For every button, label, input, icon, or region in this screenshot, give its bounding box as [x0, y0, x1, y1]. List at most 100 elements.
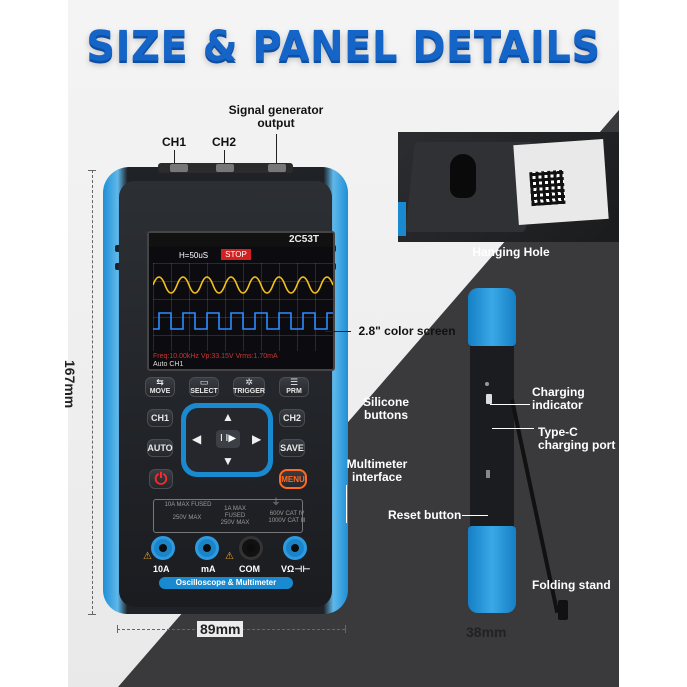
fused-1a-spec: 1A MAX FUSED 250V MAX	[220, 506, 250, 526]
folding-stand-end	[558, 600, 568, 620]
signal-generator-label: Signal generator output	[228, 103, 324, 130]
signal-generator-leader	[276, 134, 277, 172]
height-dimension: 167mm	[62, 360, 78, 409]
hanging-hole	[450, 154, 476, 198]
dimension-cap	[345, 625, 346, 633]
ch1-button[interactable]: CH1	[147, 409, 173, 427]
arrow-left-icon[interactable]: ◀	[192, 432, 202, 446]
power-button[interactable]: ⏻	[149, 469, 173, 489]
arrow-up-icon[interactable]: ▲	[222, 410, 234, 424]
side-bottom-bumper	[468, 526, 516, 613]
type-c-leader	[492, 428, 534, 429]
width-dimension: 89mm	[197, 621, 244, 637]
height-dimension-line	[92, 170, 93, 614]
type-c-port	[486, 394, 492, 404]
qr-code-icon	[529, 169, 566, 207]
navigation-pad-inner: ▲ ▼ ◀ ▶ I I▶	[186, 408, 268, 472]
prm-button[interactable]: ☰ PRM	[279, 377, 309, 397]
hanging-hole-photo	[398, 132, 619, 242]
measurement-line-2: Auto CH1	[153, 361, 184, 368]
oscilloscope-screen: 2C53T H=50uS STOP Freq:10.00kHz Vp:33.15…	[147, 231, 335, 371]
folding-stand-label: Folding stand	[532, 578, 611, 592]
reset-button-label: Reset button	[388, 508, 462, 522]
dimension-cap	[88, 614, 96, 615]
select-button[interactable]: ▭ SELECT	[189, 377, 219, 397]
gear-icon: ✲	[245, 377, 253, 387]
move-icon: ⇆	[156, 377, 164, 387]
side-top-bumper	[468, 288, 516, 346]
type-c-label: Type-C charging port	[538, 425, 616, 452]
auto-button[interactable]: AUTO	[147, 439, 173, 457]
spec-box	[153, 499, 303, 533]
navigation-pad: ▲ ▼ ◀ ▶ I I▶	[181, 403, 273, 477]
ch2-square-trace	[153, 312, 333, 330]
blue-edge	[398, 202, 406, 236]
arrow-right-icon[interactable]: ▶	[252, 432, 262, 446]
prm-label: PRM	[286, 388, 302, 395]
device-body: 2C53T H=50uS STOP Freq:10.00kHz Vp:33.15…	[119, 181, 335, 607]
trigger-label: TRIGGER	[233, 388, 265, 395]
color-screen-leader	[325, 331, 351, 332]
ch1-port	[170, 164, 188, 172]
warning-icon: ⚠	[225, 551, 234, 562]
ch2-leader	[224, 150, 225, 172]
product-sticker	[513, 138, 609, 226]
jack-v[interactable]	[283, 536, 307, 560]
charging-indicator-leader	[490, 404, 530, 405]
jack-ma[interactable]	[195, 536, 219, 560]
dimension-cap	[88, 170, 96, 171]
jack-10a[interactable]	[151, 536, 175, 560]
charging-indicator	[485, 382, 489, 386]
max-250v-spec: 250V MAX	[172, 515, 202, 521]
screen-header	[149, 233, 333, 247]
arrow-down-icon[interactable]: ▼	[222, 454, 234, 468]
ground-icon: ⏚	[271, 497, 281, 507]
cat-rating-spec: 600V CAT IV 1000V CAT III	[268, 511, 306, 524]
depth-dimension: 38mm	[466, 624, 507, 640]
multimeter-interface-label: Multimeter interface	[346, 457, 408, 484]
screen-measurements: Freq:10.00kHz Vp:33.15V Vrms:1.70mA Auto…	[153, 353, 278, 369]
signal-generator-port	[268, 164, 286, 172]
reset-button-leader	[462, 515, 488, 516]
ch1-sine-trace	[152, 276, 333, 294]
select-icon: ▭	[199, 377, 209, 387]
model-name: 2C53T	[289, 234, 320, 245]
hanging-hole-label: Hanging Hole	[472, 245, 550, 259]
oscilloscope-device: 2C53T H=50uS STOP Freq:10.00kHz Vp:33.15…	[103, 163, 348, 614]
menu-button[interactable]: MENU	[279, 469, 307, 489]
save-button[interactable]: SAVE	[279, 439, 305, 457]
multimeter-interface-leader	[346, 485, 347, 523]
ch2-label: CH2	[211, 135, 236, 149]
reset-button[interactable]	[486, 470, 490, 478]
ch2-port	[216, 164, 234, 172]
silicone-buttons-label: Silicone buttons	[362, 395, 409, 422]
device-side-view	[468, 288, 516, 613]
trigger-button[interactable]: ✲ TRIGGER	[233, 377, 265, 397]
page-title: SIZE & PANEL DETAILS	[86, 22, 601, 72]
product-band: Oscilloscope & Multimeter	[159, 577, 293, 589]
ch2-button[interactable]: CH2	[279, 409, 305, 427]
charging-indicator-label: Charging indicator	[532, 385, 585, 412]
warning-icon: ⚠	[143, 551, 152, 562]
move-button[interactable]: ⇆ MOVE	[145, 377, 175, 397]
timebase-readout: H=50uS	[179, 251, 209, 260]
select-label: SELECT	[190, 388, 218, 395]
jack-com[interactable]	[239, 536, 263, 560]
waveform-grid	[152, 263, 333, 351]
jack-ma-label: mA	[201, 564, 216, 574]
sliders-icon: ☰	[289, 377, 299, 387]
color-screen-label: 2.8" color screen	[358, 324, 456, 338]
dimension-cap	[117, 625, 118, 633]
run-state-badge: STOP	[221, 249, 251, 260]
measurement-line-1: Freq:10.00kHz Vp:33.15V Vrms:1.70mA	[153, 353, 278, 360]
power-icon: ⏻	[154, 470, 168, 488]
jack-com-label: COM	[239, 564, 260, 574]
waveform-traces	[152, 276, 333, 330]
top-ports	[158, 163, 293, 173]
play-pause-button[interactable]: I I▶	[216, 430, 240, 448]
move-label: MOVE	[149, 388, 171, 395]
ch1-label: CH1	[161, 135, 186, 149]
fused-10a-spec: 10A MAX FUSED	[164, 502, 212, 508]
ch1-leader	[174, 150, 175, 172]
jack-v-label: VΩ⊣⊢	[281, 564, 311, 574]
